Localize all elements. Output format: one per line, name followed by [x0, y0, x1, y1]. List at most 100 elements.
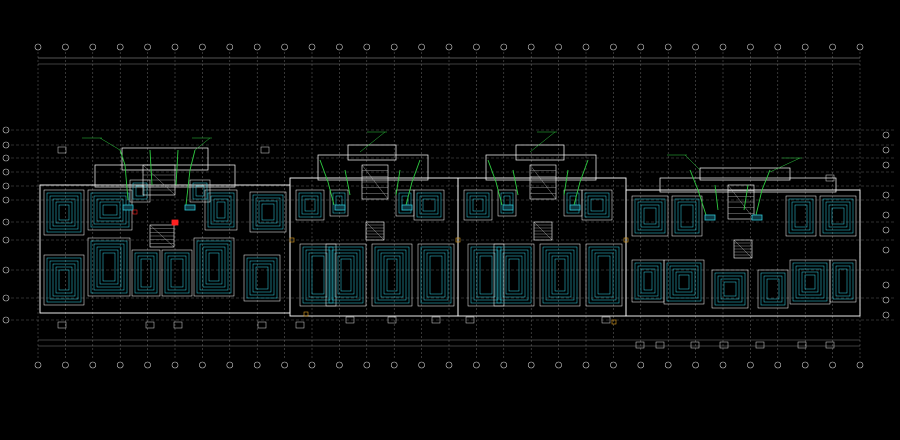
heating-coil-loop	[304, 198, 316, 212]
room-wall	[43, 189, 85, 236]
elevator-cross	[361, 164, 389, 200]
heating-coil-loop	[46, 257, 82, 303]
room-wall	[757, 269, 789, 309]
heating-coil-loop	[213, 198, 229, 222]
heating-coil-loop	[252, 263, 272, 293]
room-tag-box	[655, 341, 665, 349]
grid-bubble-bottom	[747, 361, 754, 369]
heating-coil-loop	[258, 200, 278, 224]
supply-pipe-run	[563, 169, 569, 196]
grid-bubble-bottom	[610, 361, 617, 369]
heating-coil-loop	[416, 192, 442, 218]
heating-coil-loop	[216, 201, 226, 219]
room-tag-box	[295, 321, 305, 329]
grid-bubble-right	[882, 311, 890, 319]
grid-bubble-bottom	[473, 361, 480, 369]
wall-outline-right-core	[699, 167, 791, 181]
heating-coil-loop	[308, 252, 328, 298]
supply-pipe-run	[119, 149, 129, 201]
heating-coil-loop	[545, 249, 575, 301]
heating-coil-loop	[760, 272, 786, 306]
room-tag-box	[797, 341, 807, 349]
heating-coil-loop	[590, 198, 604, 212]
room-wall	[413, 189, 445, 221]
heating-coil-loop	[825, 201, 851, 231]
grid-bubble-left	[2, 196, 10, 204]
grid-bubble-bottom	[199, 361, 206, 369]
heating-coil-loop	[337, 255, 355, 295]
elevator-cross	[733, 239, 753, 259]
grid-bubble-top	[829, 43, 836, 51]
heating-coil-loop	[597, 255, 611, 295]
room-tag-box	[257, 321, 267, 329]
grid-bubble-bottom	[418, 361, 425, 369]
heating-coil-loop	[470, 246, 502, 304]
room-tag-box	[387, 316, 397, 324]
room-wall	[631, 259, 665, 303]
supply-pipe-run	[185, 149, 196, 206]
grid-bubble-bottom	[692, 361, 699, 369]
grid-bubble-top	[199, 43, 206, 51]
grid-bubble-bottom	[171, 361, 179, 369]
room-wall	[295, 189, 325, 221]
room-wall	[189, 179, 211, 203]
heating-coil-loop	[717, 275, 743, 303]
grid-bubble-right	[882, 131, 890, 139]
heating-coil-loop	[804, 274, 816, 290]
heating-coil-loop	[249, 260, 275, 296]
grid-bubble-top	[500, 43, 508, 51]
grid-bubble-left	[2, 154, 10, 162]
heating-coil-loop	[99, 201, 121, 219]
heating-coil-loop	[835, 265, 851, 297]
heating-coil-loop	[420, 246, 452, 304]
grid-bubble-top	[555, 43, 562, 51]
room-tag-box	[57, 321, 67, 329]
heating-coil-loop	[140, 258, 152, 288]
room-wall	[539, 243, 581, 307]
heating-coil-loop	[542, 246, 578, 304]
grid-bubble-bottom	[856, 361, 864, 369]
elevator-cross	[533, 221, 553, 241]
heating-coil-loop	[134, 252, 158, 294]
room-wall	[43, 254, 85, 306]
wall-outline-mid-upper-2	[485, 154, 597, 181]
heating-coil-loop	[587, 195, 607, 215]
wall-outline-mid-upper-1	[317, 154, 429, 181]
heating-coil-loop	[479, 255, 493, 295]
manifold-box	[184, 204, 196, 211]
elevator-cross	[149, 224, 175, 248]
heating-coil-loop	[637, 201, 663, 231]
heating-coil-loop	[500, 192, 514, 214]
grid-bubble-top	[308, 43, 316, 51]
heating-coil-loop	[674, 198, 700, 234]
heating-coil-loop	[311, 255, 325, 295]
heating-coil-loop	[167, 255, 187, 291]
supply-pipe-run	[755, 169, 771, 216]
heating-coil-loop	[195, 185, 205, 197]
heating-coil-loop	[383, 255, 401, 295]
heating-coil-loop	[466, 192, 490, 218]
room-wall	[249, 191, 287, 233]
heating-coil-loop	[301, 195, 319, 215]
grid-bubble-bottom	[829, 361, 836, 369]
grid-bubble-right	[882, 191, 890, 199]
grid-bubble-bottom	[253, 361, 261, 369]
heating-coil-loop	[90, 240, 128, 294]
grid-bubble-left	[2, 316, 10, 324]
heating-coil-loop	[548, 252, 572, 298]
room-tag-box	[719, 341, 729, 349]
room-wall	[463, 189, 493, 221]
heating-coil-loop	[499, 249, 529, 301]
grid-bubble-right	[882, 296, 890, 304]
heating-coil-loop	[680, 204, 694, 228]
heating-coil-loop	[791, 201, 811, 231]
room-wall	[395, 189, 415, 217]
heating-coil-loop	[52, 198, 76, 227]
heating-coil-loop	[637, 265, 659, 297]
heating-coil-loop	[720, 278, 740, 300]
heating-coil-loop	[93, 195, 127, 225]
room-tag-box	[173, 321, 183, 329]
grid-bubble-top	[390, 43, 398, 51]
wall-outline-left-upper	[94, 164, 236, 188]
